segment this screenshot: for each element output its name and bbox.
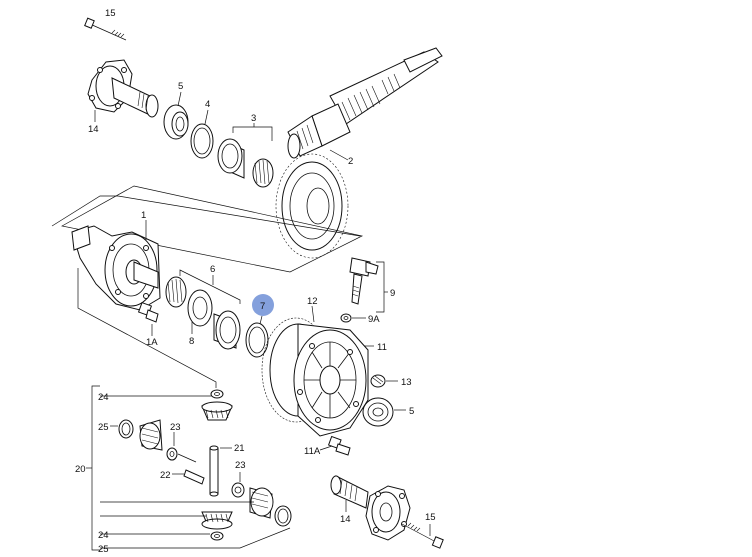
callout-1a: 1A bbox=[146, 337, 158, 348]
bolt-1a bbox=[137, 301, 159, 323]
thrust-washer-23-bottom bbox=[231, 482, 245, 498]
callout-9: 9 bbox=[390, 288, 395, 299]
bearing-set-6 bbox=[165, 276, 241, 350]
callout-13: 13 bbox=[401, 377, 412, 388]
planet-gear-bottom bbox=[249, 487, 274, 519]
flange-14-bottom bbox=[330, 475, 411, 541]
thrust-washer-23-top bbox=[166, 447, 178, 461]
callout-2: 2 bbox=[348, 156, 353, 167]
seal-5-bottom bbox=[362, 397, 394, 427]
callout-23-bottom: 23 bbox=[235, 460, 246, 471]
diff-housing-1 bbox=[71, 225, 161, 311]
pin-21 bbox=[209, 445, 219, 497]
bolt-15-bottom bbox=[401, 522, 444, 549]
callout-15-top: 15 bbox=[105, 8, 116, 19]
flange-14-top bbox=[87, 59, 159, 118]
callout-6: 6 bbox=[210, 264, 215, 275]
bearing-3 bbox=[217, 138, 274, 188]
diff-case-11 bbox=[261, 317, 369, 437]
washer-24-top bbox=[210, 389, 224, 399]
callout-12: 12 bbox=[307, 296, 318, 307]
pin-22 bbox=[183, 469, 205, 485]
ring-7 bbox=[245, 322, 269, 358]
washer-25-top bbox=[118, 419, 134, 439]
ring-4 bbox=[190, 123, 214, 159]
bearing-5-top bbox=[163, 104, 189, 140]
callout-25-bottom: 25 bbox=[98, 544, 109, 555]
callout-9a: 9A bbox=[368, 314, 380, 325]
callout-5-top: 5 bbox=[178, 81, 183, 92]
highlight-marker-7[interactable] bbox=[252, 294, 274, 316]
washer-24-bottom bbox=[210, 531, 224, 541]
callout-1: 1 bbox=[141, 210, 146, 221]
callout-15-bottom: 15 bbox=[425, 512, 436, 523]
callout-7: 7 bbox=[260, 301, 265, 312]
callout-11a: 11A bbox=[304, 446, 321, 457]
planet-gear-top bbox=[139, 419, 163, 451]
callout-4: 4 bbox=[205, 99, 210, 110]
ring-gear-top bbox=[275, 153, 349, 259]
callout-3: 3 bbox=[251, 113, 256, 124]
callout-24-top: 24 bbox=[98, 392, 109, 403]
callout-20: 20 bbox=[75, 464, 86, 475]
callout-24-bottom: 24 bbox=[98, 530, 109, 541]
callout-25-top: 25 bbox=[98, 422, 109, 433]
callout-11: 11 bbox=[377, 342, 387, 353]
callout-21: 21 bbox=[234, 443, 245, 454]
callout-23-top: 23 bbox=[170, 422, 181, 433]
pinion-shaft-2 bbox=[287, 47, 443, 159]
sensor-9 bbox=[349, 257, 379, 305]
bolt-15-top bbox=[84, 17, 127, 41]
washer-25-bottom bbox=[274, 505, 292, 527]
side-gear-top bbox=[201, 401, 233, 421]
callout-8: 8 bbox=[189, 336, 194, 347]
washer-9a bbox=[340, 313, 352, 323]
side-gear-bottom bbox=[201, 511, 233, 530]
bolt-11a bbox=[327, 435, 351, 456]
callout-14-bottom: 14 bbox=[340, 514, 351, 525]
callout-14-top: 14 bbox=[88, 124, 99, 135]
callout-5-bottom: 5 bbox=[409, 406, 414, 417]
callout-22: 22 bbox=[160, 470, 171, 481]
plug-13 bbox=[370, 374, 386, 388]
